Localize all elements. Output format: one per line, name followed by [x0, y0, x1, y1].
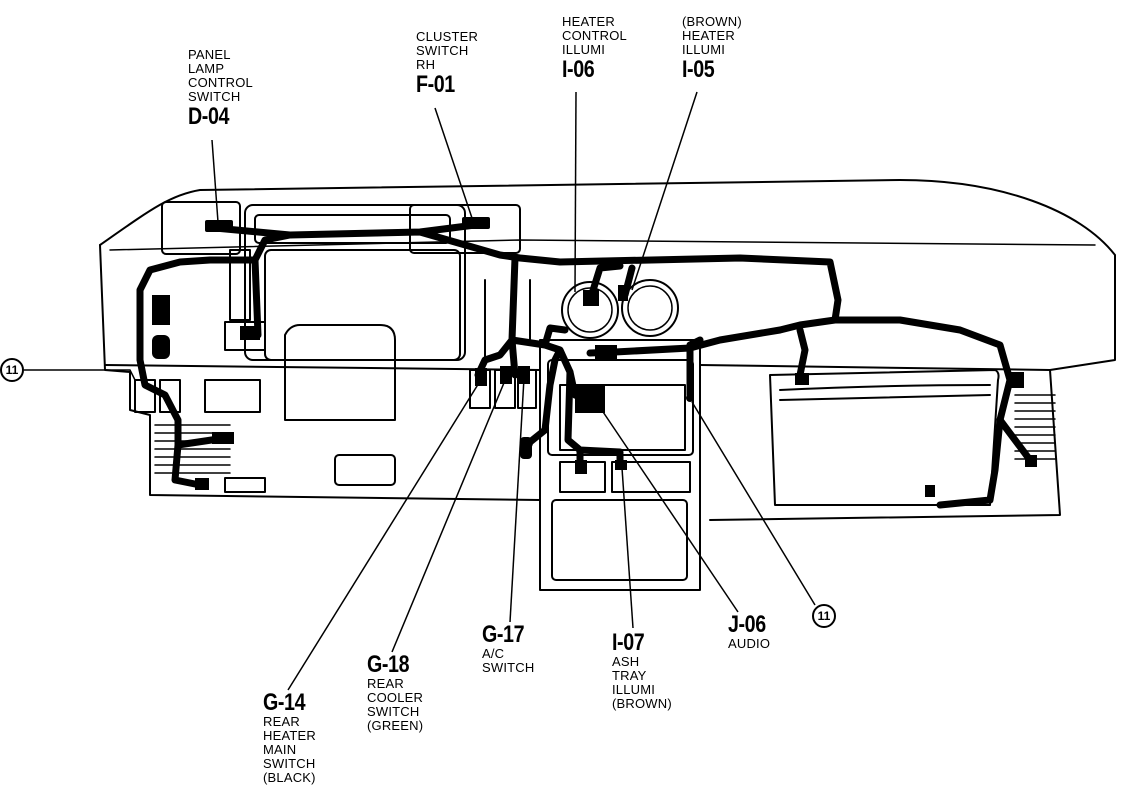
leader-g17 [509, 377, 525, 623]
label-i07-desc-4: (BROWN) [612, 696, 672, 712]
heater-control-dial-right [621, 279, 679, 337]
label-g14-desc-1: REAR [263, 714, 300, 730]
label-g18: G-18 REAR COOLER SWITCH (GREEN) [367, 652, 423, 733]
leader-i05 [631, 91, 698, 291]
label-i05-desc-3: ILLUMI [682, 42, 726, 58]
label-j06: J-06 AUDIO [728, 612, 774, 651]
label-f01-desc-1: CLUSTER [416, 29, 479, 44]
callout-11-right: 11 [812, 604, 836, 628]
dashboard-lower-line [104, 364, 541, 371]
label-i06-desc-3: ILLUMI [562, 42, 606, 58]
label-d04: PANEL LAMP CONTROL SWITCH D-04 [188, 47, 253, 131]
dashboard-top-outline [99, 179, 1116, 371]
label-g17-desc-2: SWITCH [482, 660, 535, 676]
dashboard-left-outline [99, 244, 541, 501]
callout-11-left: 11 [0, 358, 24, 382]
leader-j06 [594, 399, 739, 613]
leader-g18 [391, 377, 507, 653]
leader-11-right [691, 401, 816, 606]
label-g18-desc-3: SWITCH [367, 704, 420, 720]
leader-11-left [24, 369, 136, 381]
label-i07-code: I-07 [612, 629, 645, 656]
glove-box [769, 369, 1000, 506]
label-i05-desc-2: HEATER [682, 28, 735, 44]
label-g14-desc-2: HEATER [263, 728, 316, 744]
label-g18-desc-4: (GREEN) [367, 718, 424, 734]
label-g18-desc-1: REAR [367, 676, 404, 692]
leader-g14 [287, 377, 483, 691]
ash-tray [551, 499, 688, 581]
label-f01-desc-2: SWITCH [416, 43, 469, 59]
label-d04-desc-3: CONTROL [188, 75, 253, 91]
label-i06: HEATER CONTROL ILLUMI I-06 [562, 14, 627, 84]
heater-control-dial-left [561, 281, 619, 339]
label-d04-desc-4: SWITCH [188, 89, 241, 105]
label-f01: CLUSTER SWITCH RH F-01 [416, 29, 479, 99]
label-i07-desc-3: ILLUMI [612, 682, 656, 698]
label-j06-desc-1: AUDIO [728, 636, 771, 652]
leader-f01 [434, 107, 473, 219]
label-g17-desc-1: A/C [482, 646, 505, 662]
label-g14-code: G-14 [263, 689, 306, 716]
label-g17-code: G-17 [482, 621, 525, 648]
label-d04-code: D-04 [188, 103, 230, 131]
label-i05: (BROWN) HEATER ILLUMI I-05 [682, 14, 742, 84]
label-d04-desc-1: PANEL [188, 47, 231, 62]
label-i07-desc-2: TRAY [612, 668, 647, 684]
label-g14: G-14 REAR HEATER MAIN SWITCH (BLACK) [263, 690, 316, 785]
label-g14-desc-3: MAIN [263, 742, 297, 758]
label-f01-desc-3: RH [416, 57, 436, 73]
cluster-opening [264, 249, 461, 361]
leader-d04 [211, 139, 219, 223]
label-g18-desc-2: COOLER [367, 690, 424, 706]
label-i07: I-07 ASH TRAY ILLUMI (BROWN) [612, 630, 672, 711]
label-i06-desc-1: HEATER [562, 14, 615, 29]
leader-i06 [574, 91, 577, 293]
label-g14-desc-5: (BLACK) [263, 770, 316, 786]
label-i05-desc-1: (BROWN) [682, 14, 742, 29]
center-console [539, 339, 701, 591]
label-g14-desc-4: SWITCH [263, 756, 316, 772]
label-g17: G-17 A/C SWITCH [482, 622, 534, 675]
label-i06-desc-2: CONTROL [562, 28, 627, 44]
label-j06-code: J-06 [728, 611, 766, 638]
label-f01-code: F-01 [416, 71, 455, 99]
label-i06-code: I-06 [562, 56, 595, 84]
label-i07-desc-1: ASH [612, 654, 640, 670]
label-i05-code: I-05 [682, 56, 715, 84]
leader-i07 [621, 467, 634, 629]
label-g18-code: G-18 [367, 651, 410, 678]
label-d04-desc-2: LAMP [188, 61, 225, 77]
main-harness [211, 221, 842, 357]
